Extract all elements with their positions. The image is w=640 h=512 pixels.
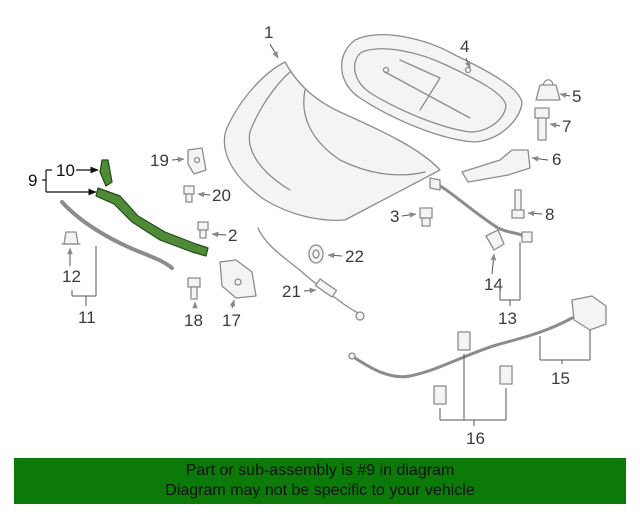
bolt-part-3[interactable] [419,207,433,227]
label-14: 14 [484,253,503,294]
svg-text:21: 21 [282,282,301,301]
clip-part-5[interactable] [535,79,561,101]
svg-text:12: 12 [62,267,81,286]
label-22: 22 [327,247,364,266]
hood-panel[interactable] [223,61,441,221]
parts-diagram: 1 4 5 7 6 [28,23,607,448]
bolt-part-20[interactable] [183,185,195,203]
info-banner: Part or sub-assembly is #9 in diagram Di… [14,458,626,504]
svg-text:5: 5 [572,87,581,106]
svg-text:15: 15 [551,369,570,388]
hood-insulator[interactable] [340,34,523,143]
svg-text:13: 13 [498,309,517,328]
svg-text:20: 20 [212,186,231,205]
bolt-part-7[interactable] [534,107,550,141]
clip-part-16b[interactable] [433,385,447,405]
label-16: 16 [439,354,507,448]
seal-strip-part-11[interactable] [60,200,174,270]
banner-line-2: Diagram may not be specific to your vehi… [165,482,475,499]
label-3: 3 [390,207,417,226]
bolt-part-18[interactable] [187,277,201,300]
hinge-part-19[interactable] [187,147,207,175]
grommet-part-22[interactable] [308,244,324,264]
prop-rod-holder[interactable] [485,229,505,251]
label-10: 10 [56,161,99,180]
label-2: 2 [211,226,237,245]
label-12: 12 [62,247,81,286]
svg-text:2: 2 [228,226,237,245]
label-18: 18 [184,301,203,330]
svg-text:1: 1 [264,23,273,42]
prop-rod[interactable] [429,177,533,243]
svg-text:14: 14 [484,275,503,294]
svg-text:18: 18 [184,311,203,330]
label-19: 19 [150,151,185,170]
svg-text:16: 16 [466,429,485,448]
clip-part-16a[interactable] [457,331,471,351]
clip-part-16c[interactable] [499,365,513,385]
svg-text:10: 10 [56,161,75,180]
label-15: 15 [539,330,591,388]
label-17: 17 [222,299,241,330]
bolt-part-8[interactable] [511,189,525,219]
label-7: 7 [549,117,571,136]
svg-text:9: 9 [28,171,37,190]
latch-assembly-part-15[interactable] [348,295,607,379]
release-cable-part-21[interactable] [257,227,365,321]
label-11: 11 [71,246,97,327]
svg-text:17: 17 [222,311,241,330]
bracket-part-6[interactable] [461,149,531,183]
label-21: 21 [282,282,317,301]
label-4: 4 [460,37,471,69]
bolt-part-2[interactable] [197,221,209,239]
svg-text:4: 4 [460,37,469,56]
svg-text:19: 19 [150,151,169,170]
latch-part-17[interactable] [219,259,257,299]
svg-text:8: 8 [545,205,554,224]
banner-line-1: Part or sub-assembly is #9 in diagram [185,462,455,479]
label-13: 13 [498,242,521,328]
label-6: 6 [531,150,561,169]
svg-text:3: 3 [390,207,399,226]
label-5: 5 [559,87,581,106]
highlighted-part-9[interactable] [95,159,209,257]
svg-text:22: 22 [345,247,364,266]
svg-text:7: 7 [562,117,571,136]
svg-text:6: 6 [552,150,561,169]
svg-text:11: 11 [78,308,96,327]
clip-part-12[interactable] [61,231,81,245]
label-8: 8 [527,205,554,224]
label-1: 1 [264,23,279,59]
label-20: 20 [197,186,231,205]
label-9: 9 [28,169,96,192]
